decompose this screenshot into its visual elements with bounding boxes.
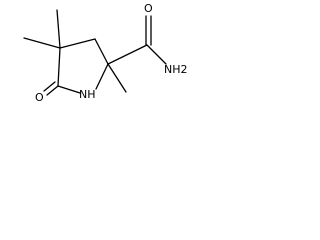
bond-c5-n1 xyxy=(57,85,81,94)
atom-label-amide-nitrogen: NH2 xyxy=(164,63,188,76)
bond-n1-c2 xyxy=(95,63,109,90)
atom-label-oxygen-lactam: O xyxy=(35,91,44,104)
bond-c2-methyl xyxy=(107,63,127,93)
bond-c5-o-lactam-a xyxy=(46,85,59,96)
bond-c5-o-lactam-b xyxy=(43,81,56,92)
bond-c4-c5 xyxy=(57,47,61,87)
atom-labels-layer: O NH O NH2 xyxy=(35,2,188,104)
bond-c2-c-amide xyxy=(107,44,148,65)
bond-c4-methyl-a xyxy=(56,9,61,49)
bond-c4-methyl-b xyxy=(23,37,61,49)
molecule-structure: O NH O NH2 xyxy=(23,2,188,104)
bond-c2-c3 xyxy=(94,38,109,65)
atom-label-nitrogen-ring: NH xyxy=(79,88,96,101)
atom-label-oxygen-amide: O xyxy=(144,2,153,15)
bonds-layer xyxy=(23,9,167,96)
bond-c-amide-n xyxy=(146,44,167,65)
bond-c3-c4 xyxy=(59,38,96,49)
